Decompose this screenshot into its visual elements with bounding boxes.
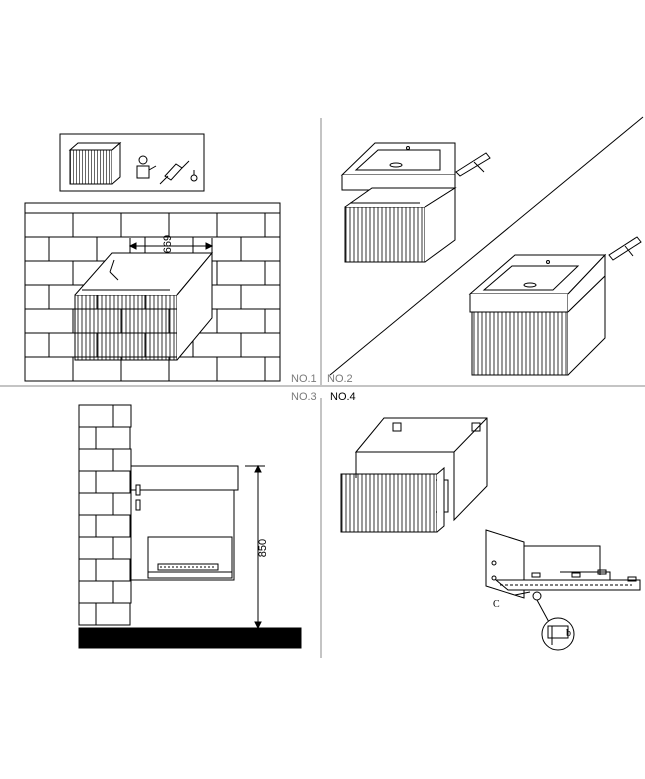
brick [24, 236, 50, 262]
silicone-gun-1 [455, 152, 491, 177]
brick [72, 212, 122, 238]
brick [72, 356, 122, 382]
brick [168, 356, 218, 382]
diagonal-divider [329, 116, 644, 376]
brick [264, 356, 281, 382]
brick [78, 536, 114, 560]
brick [95, 514, 131, 538]
brick [24, 284, 50, 310]
mount-height-label: 850 [257, 539, 269, 557]
drill-icon [159, 160, 190, 185]
brick [78, 580, 114, 604]
brick [216, 308, 266, 334]
brick [24, 356, 74, 382]
step-label-no1: NO.1 [291, 373, 317, 385]
drawer-slide-detail [485, 529, 641, 651]
brick [168, 212, 218, 238]
exploded-basin-top [340, 142, 456, 191]
brick [78, 404, 114, 428]
brick [120, 212, 170, 238]
open-cabinet [354, 417, 488, 522]
installer-figure-icon [136, 155, 157, 179]
brick [78, 558, 97, 582]
side-brick-wall [78, 404, 132, 626]
brick [112, 404, 132, 428]
step-label-no2: NO.2 [327, 373, 353, 385]
brick [240, 284, 281, 310]
part-letter-b: b [566, 628, 571, 639]
brick [264, 260, 281, 286]
silicone-gun-2 [608, 236, 642, 261]
exploded-cabinet [344, 187, 457, 263]
brick [95, 558, 131, 582]
brick [216, 356, 266, 382]
quadrant-dividers [0, 118, 645, 658]
brick [264, 308, 281, 334]
step-4-panel [340, 417, 641, 651]
brick [78, 470, 97, 494]
brick [78, 426, 97, 450]
step-1-panel: 669 [24, 133, 281, 382]
floor [78, 627, 302, 649]
brick [240, 236, 281, 262]
brick [112, 580, 132, 604]
tools-inset [59, 133, 205, 192]
wall-anchor-spacing-label: 669 [162, 235, 174, 253]
brick [78, 492, 114, 516]
brick [216, 212, 266, 238]
brick [78, 602, 97, 626]
wall-cabinet-step1 [74, 251, 214, 361]
brick [24, 260, 74, 286]
brick [112, 536, 132, 560]
brick [192, 332, 242, 358]
part-letter-c: C [493, 599, 500, 610]
brick [264, 212, 281, 238]
brick [78, 448, 114, 472]
brick [216, 260, 266, 286]
brick [24, 332, 50, 358]
side-view-cabinet [130, 465, 239, 581]
brick [95, 602, 131, 626]
brick [24, 308, 74, 334]
drawer-front [340, 466, 445, 533]
brick [120, 356, 170, 382]
step-2-panel [329, 116, 644, 376]
screw-icon [190, 170, 198, 182]
brick [95, 470, 131, 494]
brick-cap [24, 202, 281, 214]
step-label-no3: NO.3 [291, 391, 317, 403]
brick [112, 492, 132, 516]
height-dimension [240, 464, 265, 630]
brick [78, 514, 97, 538]
brick [112, 448, 132, 472]
brick [48, 236, 98, 262]
step-3-panel: 850 [78, 404, 302, 649]
assembled-vanity [468, 253, 607, 376]
brick [95, 426, 131, 450]
step-label-no4: NO.4 [330, 391, 356, 403]
brick [240, 332, 281, 358]
mini-cabinet-icon [68, 141, 122, 185]
brick [24, 212, 74, 238]
